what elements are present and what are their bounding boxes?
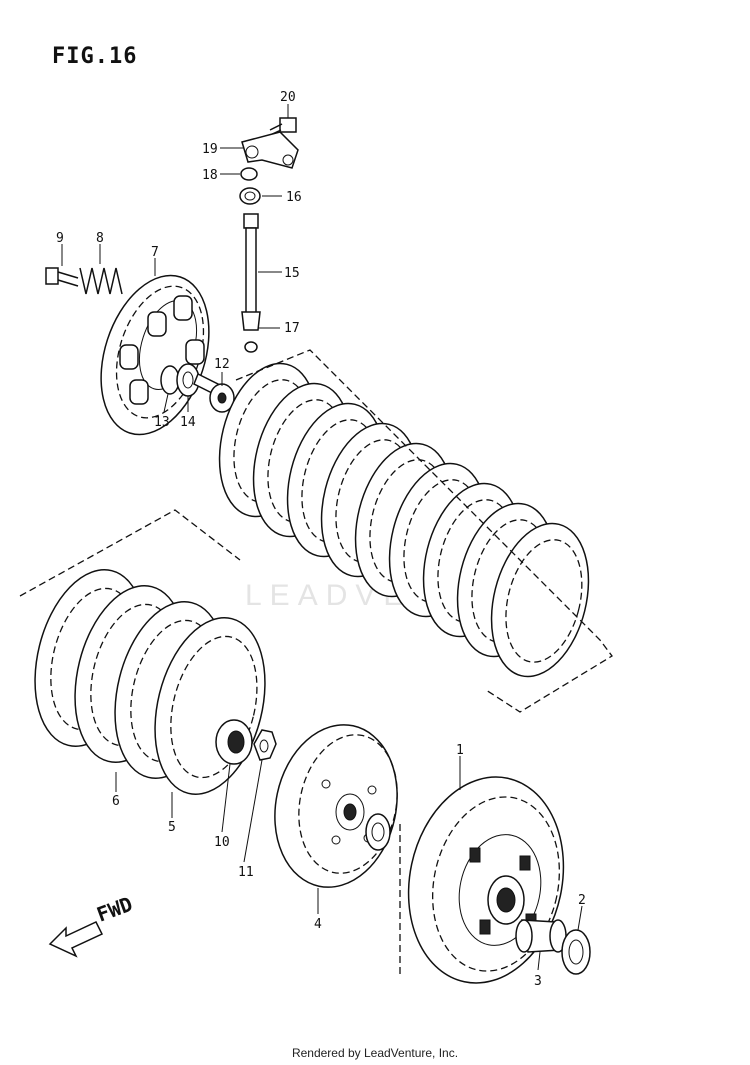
spacer-3	[515, 919, 567, 953]
upper-clutch-plate	[490, 522, 590, 678]
pusher-12	[193, 372, 235, 413]
callout-17: 17	[284, 321, 300, 336]
spring-8	[79, 267, 123, 295]
callout-9: 9	[56, 231, 64, 246]
callout-12: 12	[214, 357, 230, 372]
washer-18	[240, 167, 258, 181]
pressure-plate-7	[100, 274, 210, 436]
footer-credit: Rendered by LeadVenture, Inc.	[291, 1046, 459, 1060]
callout-19: 19	[202, 142, 218, 157]
callout-15: 15	[284, 266, 300, 281]
nut-10	[215, 719, 253, 765]
callout-4: 4	[314, 917, 322, 932]
callout-11: 11	[238, 865, 254, 880]
release-arm-19	[241, 131, 299, 169]
callout-10: 10	[214, 835, 230, 850]
washer-2	[561, 929, 591, 975]
callout-18: 18	[202, 168, 218, 183]
release-shaft-15	[241, 213, 261, 331]
clutch-plate-stack-upper	[218, 349, 613, 713]
callout-20: 20	[280, 90, 296, 105]
pressure-plate-assembly	[45, 267, 235, 436]
fwd-label: FWD	[94, 892, 136, 927]
forward-direction-indicator: FWD	[48, 892, 136, 958]
leader-lines	[61, 104, 583, 971]
callout-labels: 20 19 18 16 15 17 9 8 7 12 13 14 1 2 3 4…	[56, 90, 586, 989]
callout-16: 16	[286, 190, 302, 205]
callout-8: 8	[96, 231, 104, 246]
oil-seal-16	[239, 187, 261, 205]
callout-3: 3	[534, 974, 542, 989]
release-arm-assembly	[239, 117, 299, 353]
callout-6: 6	[112, 794, 120, 809]
clutch-hub-4	[274, 724, 398, 888]
bolt-9	[45, 267, 79, 287]
clutch-plate-stack-lower	[19, 509, 266, 795]
figure-title: FIG.16	[52, 44, 138, 69]
callout-14: 14	[180, 415, 196, 430]
callout-2: 2	[578, 893, 586, 908]
arrow-left-down-icon	[48, 921, 104, 958]
callout-7: 7	[151, 245, 159, 260]
callout-1: 1	[456, 743, 464, 758]
callout-5: 5	[168, 820, 176, 835]
lock-washer-11	[253, 729, 277, 761]
clutch-housing-1	[399, 776, 565, 984]
callout-13: 13	[154, 415, 170, 430]
ball-17	[244, 341, 258, 353]
